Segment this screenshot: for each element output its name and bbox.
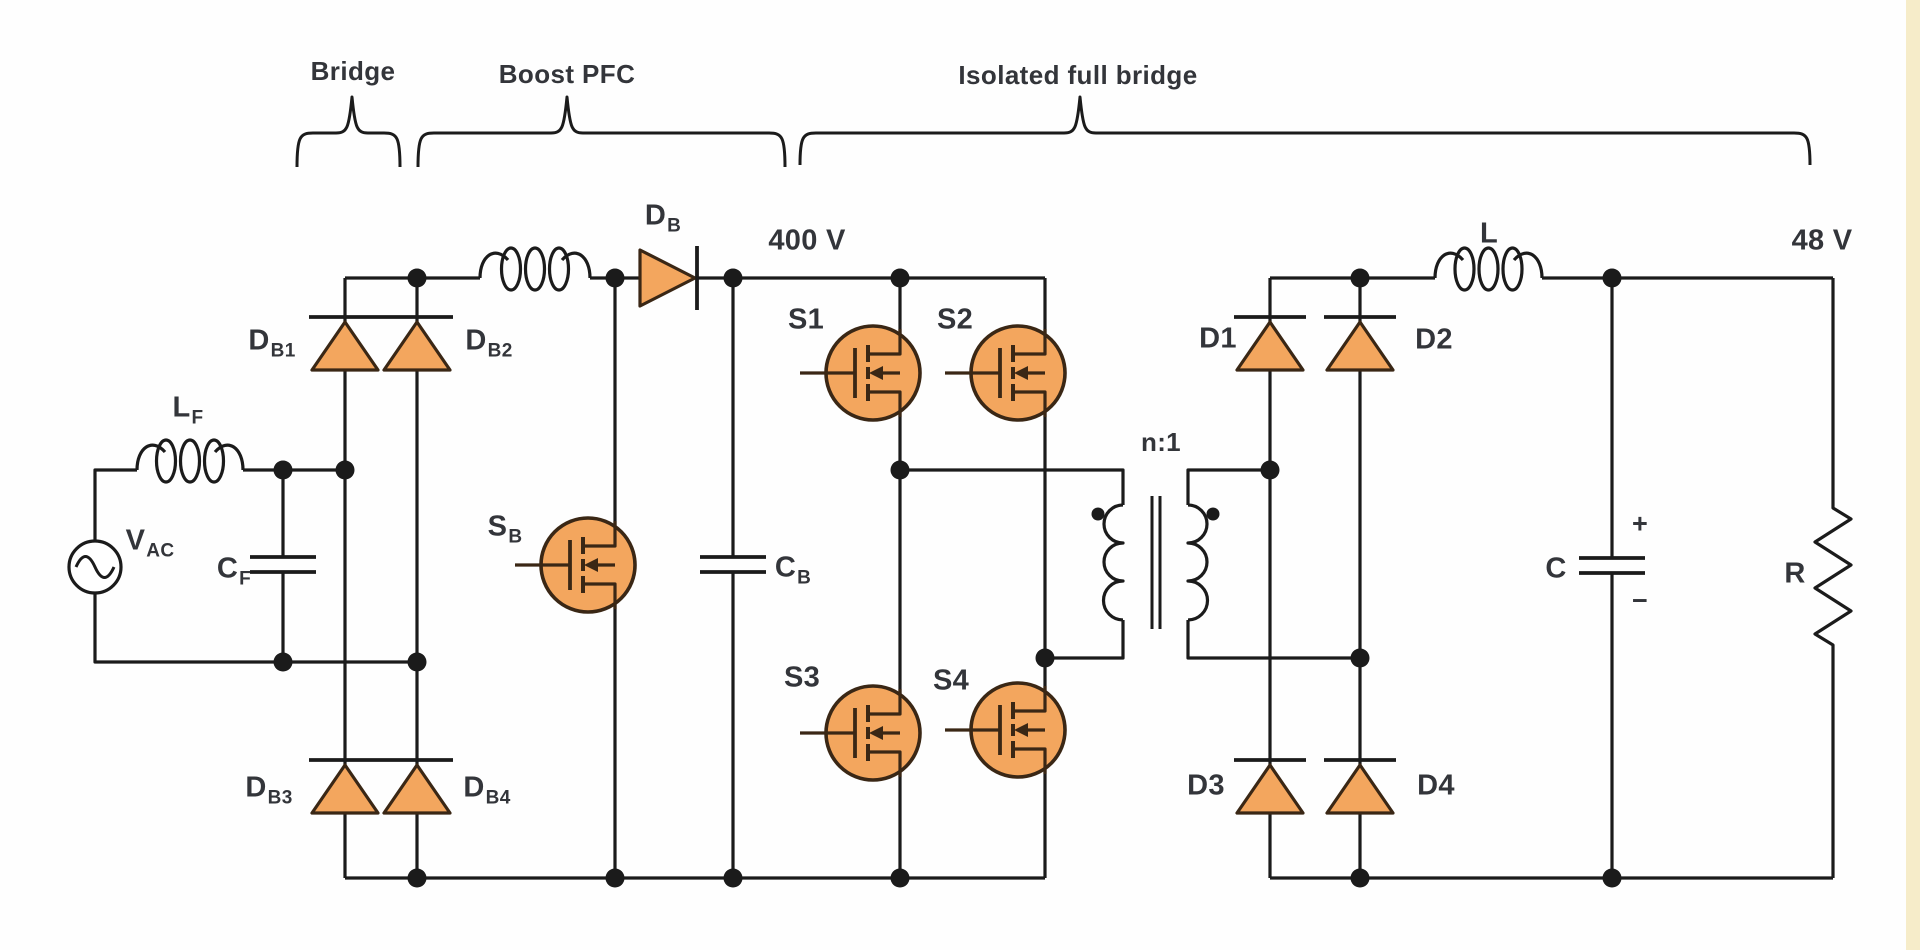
label-db-boost-main: D [644,199,667,232]
label-db-boost-sub: B [667,215,682,237]
l-output-inductor [1433,246,1544,292]
label-cf-main: C [216,552,239,585]
label-s4: S4 [932,664,970,697]
label-db3-sub: B3 [267,787,293,809]
label-d3: D3 [1187,769,1225,802]
label-db2-sub: B2 [487,340,513,362]
label-db-boost: DB [644,199,681,236]
label-db3: DB3 [245,771,292,808]
label-lf: LF [172,391,204,428]
junction-dots [273,268,1622,888]
c-output-capacitor [1579,556,1645,575]
label-db2-main: D [465,324,487,357]
label-cf: CF [216,552,251,589]
db1-diode [309,315,381,372]
s1-mosfet [800,324,922,422]
label-db3-main: D [245,771,267,804]
sb-mosfet [515,516,637,614]
label-s3: S3 [783,661,821,694]
label-cb-sub: B [797,567,812,589]
label-cf-sub: F [239,568,252,590]
label-c-output: C [1545,552,1567,585]
cf-capacitor [250,555,316,574]
d2-diode [1324,315,1396,372]
db2-diode [381,315,453,372]
section-label-boost-pfc: Boost PFC [498,59,636,89]
label-db2: DB2 [465,324,512,361]
label-d4: D4 [1417,769,1455,802]
label-db4: DB4 [463,771,510,808]
label-vac-main: V [125,524,146,557]
label-lf-main: L [172,391,191,424]
label-s1: S1 [787,303,825,336]
d3-diode [1234,758,1306,815]
label-db4-sub: B4 [485,787,511,809]
d4-diode [1324,758,1396,815]
label-vac-sub: AC [146,540,175,562]
s4-mosfet [945,681,1067,779]
boost-inductor [478,246,592,292]
transformer [1091,496,1220,629]
vac-source [67,539,123,595]
label-db1-sub: B1 [270,340,296,362]
page-edge-strip [1906,0,1920,950]
d1-diode [1234,315,1306,372]
label-db1-main: D [248,324,270,357]
label-lf-sub: F [191,407,204,429]
label-sb: SB [487,510,523,547]
label-l-output: L [1479,217,1499,250]
label-d1: D1 [1199,322,1237,355]
label-cap-plus: + [1631,508,1649,539]
label-r-load: R [1784,557,1806,590]
label-s2: S2 [936,303,974,336]
db3-diode [309,758,381,815]
section-label-isolated-full-bridge: Isolated full bridge [958,60,1198,90]
label-db1: DB1 [248,324,295,361]
db-boost-diode [638,246,699,310]
s2-mosfet [945,324,1067,422]
db4-diode [381,758,453,815]
cb-capacitor [700,555,766,574]
bridge-brace [295,95,402,168]
label-sb-main: S [487,510,508,543]
isolated-full-bridge-brace [798,95,1812,166]
label-output-voltage: 48 V [1791,224,1853,257]
label-cb: CB [774,551,811,588]
label-db4-main: D [463,771,485,804]
label-cap-minus: − [1631,585,1649,616]
label-turns-ratio: n:1 [1141,427,1181,457]
label-sb-sub: B [508,526,523,548]
label-cb-main: C [774,551,797,584]
boost-pfc-brace [416,95,787,168]
s3-mosfet [800,684,922,782]
label-bus-voltage: 400 V [768,224,846,257]
lf-inductor [135,438,245,484]
label-d2: D2 [1415,323,1453,356]
label-vac: VAC [125,524,175,561]
section-label-bridge: Bridge [310,56,396,86]
